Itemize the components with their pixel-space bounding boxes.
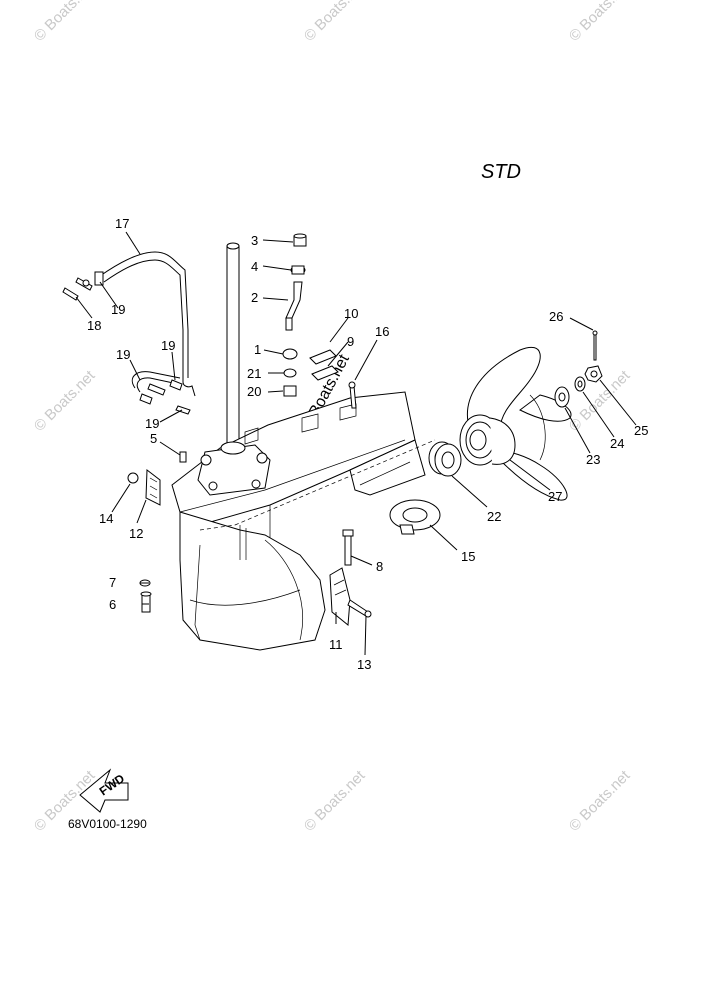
- part-number: 19: [116, 347, 130, 362]
- part-number: 17: [115, 216, 129, 231]
- part-number: 23: [586, 452, 600, 467]
- part-number: 11: [329, 637, 343, 652]
- part-number: 13: [357, 657, 371, 672]
- part-number: 24: [610, 436, 624, 451]
- watermark: © Boats.net: [31, 0, 99, 45]
- part-number: 8: [376, 559, 383, 574]
- diagram-code: 68V0100-1290: [68, 817, 147, 831]
- anode-11: [329, 567, 372, 626]
- prop-hardware: [554, 330, 603, 408]
- part-number: 20: [247, 384, 261, 399]
- watermark: © Boats.net: [301, 0, 369, 45]
- part-number: 22: [487, 509, 501, 524]
- variant-label: STD: [481, 161, 521, 183]
- watermark: © Boats.net: [566, 0, 634, 45]
- watermark: © Boats.net: [301, 767, 369, 835]
- part-number: 5: [150, 431, 157, 446]
- lower-unit-housing: [171, 242, 426, 651]
- part-number: 12: [129, 526, 143, 541]
- part-number: 19: [111, 302, 125, 317]
- hose-17: [62, 251, 196, 397]
- bolt-8: [342, 529, 354, 566]
- part-number: 19: [145, 416, 159, 431]
- bolt-6-washer-7: [139, 579, 152, 613]
- part-number: 2: [251, 290, 258, 305]
- part-number: 25: [634, 423, 648, 438]
- part-number: 10: [344, 306, 358, 321]
- part-number: 3: [251, 233, 258, 248]
- part-number: 1: [254, 342, 261, 357]
- watermark: © Boats.net: [31, 367, 99, 435]
- watermark: © Boats.net: [566, 767, 634, 835]
- leader-lines: [75, 231, 637, 656]
- part-number: 7: [109, 575, 116, 590]
- spacer-15: [389, 499, 441, 535]
- part-number: 27: [548, 489, 562, 504]
- part-number: 21: [247, 366, 261, 381]
- part-number: 15: [461, 549, 475, 564]
- part-number: 18: [87, 318, 101, 333]
- part-number: 4: [251, 259, 258, 274]
- water-tube-parts: [282, 233, 307, 397]
- part-number: 14: [99, 511, 113, 526]
- part-number: 9: [347, 334, 354, 349]
- anode-12: [127, 451, 187, 506]
- thrust-washer-22: [428, 441, 462, 477]
- hose-19-loop: [131, 371, 191, 415]
- small-parts-9-10-16: [309, 349, 357, 409]
- part-number: 16: [375, 324, 389, 339]
- part-number: 6: [109, 597, 116, 612]
- part-number: 19: [161, 338, 175, 353]
- part-labels: 1 2 3 4 5 6 7 8 9 10 11 12 13 14 15 16 1…: [87, 216, 648, 672]
- propeller-27: [459, 346, 572, 501]
- part-number: 26: [549, 309, 563, 324]
